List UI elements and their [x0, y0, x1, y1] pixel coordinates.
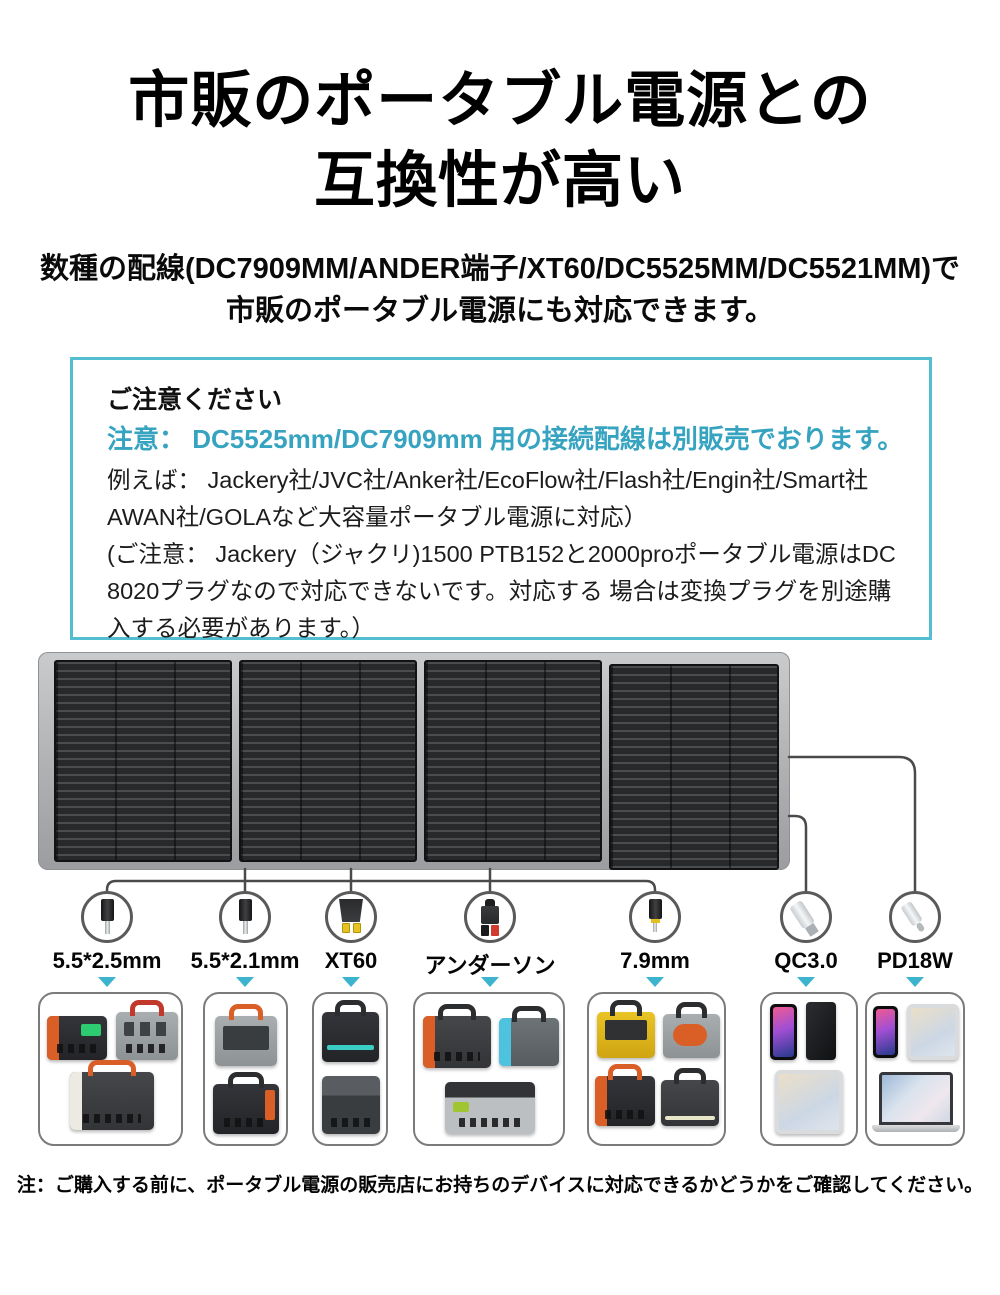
down-arrow-icon — [481, 977, 499, 987]
solar-panel-section — [239, 660, 417, 862]
power-station-image — [597, 1000, 655, 1058]
anderson-connector-icon — [467, 894, 513, 940]
power-station-image — [213, 1072, 279, 1134]
connector-label: 5.5*2.5mm — [52, 948, 162, 973]
solar-panel-image — [38, 652, 790, 870]
connector-label: 5.5*2.1mm — [190, 948, 300, 973]
connector-circle-qc3.0 — [780, 891, 832, 943]
power-station-image — [70, 1060, 154, 1130]
notice-highlight: 注意： DC5525mm/DC7909mm 用の接続配線は別販売でおります。 — [107, 423, 904, 454]
compatible-devices-group-7.9mm — [587, 992, 726, 1146]
notice-body-line: 例えば： Jackery社/JVC社/Anker社/EcoFlow社/Flash… — [107, 467, 869, 494]
power-station-image — [663, 1002, 720, 1058]
connector-circle-pd18w — [889, 891, 941, 943]
page-title-line1: 市販のポータブル電源との — [128, 66, 872, 134]
notice-body-line: 入する必要があります。） — [107, 615, 375, 642]
page-title-line2: 互換性が高い — [313, 146, 686, 214]
connector-circle-xt60 — [325, 891, 377, 943]
footer-note: 注：ご購入する前に、ポータブル電源の販売店にお持ちのデバイスに対応できるかどうか… — [16, 1175, 984, 1196]
dc-plug-7.9mm-icon — [632, 894, 678, 940]
compatible-devices-group-pd18w — [865, 992, 965, 1146]
power-bank-image — [806, 1002, 836, 1060]
notice-body-line: AWAN社/GOLAなど大容量ポータブル電源に対応） — [107, 504, 648, 531]
usb-c-plug-icon — [892, 894, 938, 940]
connector-circle-5.5x2.1mm — [219, 891, 271, 943]
compatible-devices-group-xt60 — [312, 992, 388, 1146]
solar-panel-section — [54, 660, 232, 862]
notice-box: ご注意ください 注意： DC5525mm/DC7909mm 用の接続配線は別販売… — [70, 357, 932, 641]
notice-body-line: (ご注意： Jackery（ジャクリ)1500 PTB152と2000proポー… — [107, 541, 896, 568]
down-arrow-icon — [236, 977, 254, 987]
connector-circle-anderson — [464, 891, 516, 943]
power-station-image — [322, 1000, 379, 1062]
power-station-image — [47, 1016, 107, 1060]
compatible-devices-group-anderson — [413, 992, 565, 1146]
connector-label: PD18W — [877, 948, 953, 973]
down-arrow-icon — [342, 977, 360, 987]
tablet-image — [775, 1070, 843, 1134]
connector-label: 7.9mm — [620, 948, 690, 973]
down-arrow-icon — [906, 977, 924, 987]
smartphone-image — [770, 1004, 797, 1060]
notice-body-line: 8020プラグなので対応できないです。対応する 場合は変換プラグを別途購 — [107, 578, 892, 605]
power-station-image — [445, 1082, 535, 1134]
notice-heading: ご注意ください — [107, 386, 283, 414]
power-station-image — [661, 1068, 719, 1126]
power-station-image — [595, 1064, 655, 1126]
power-station-image — [116, 1000, 178, 1060]
power-station-image — [215, 1004, 277, 1066]
usb-a-plug-icon — [783, 894, 829, 940]
subtitle-line1: 数種の配線(DC7909MM/ANDER端子/XT60/DC5525MM/DC5… — [39, 253, 961, 285]
dc-plug-icon — [84, 894, 130, 940]
down-arrow-icon — [98, 977, 116, 987]
dc-plug-icon — [222, 894, 268, 940]
solar-panel-section — [424, 660, 602, 862]
connector-circle-7.9mm — [629, 891, 681, 943]
subtitle-line2: 市販のポータブル電源にも対応できます。 — [225, 295, 775, 327]
power-station-image — [322, 1076, 380, 1134]
power-station-image — [423, 1004, 491, 1068]
connector-label: QC3.0 — [774, 948, 838, 973]
xt60-connector-icon — [328, 894, 374, 940]
compatible-devices-group-5.5x2.5mm — [38, 992, 183, 1146]
solar-panel-section — [609, 664, 779, 870]
connector-label: アンダーソン — [424, 953, 556, 978]
connector-label: XT60 — [324, 948, 378, 973]
tablet-image — [907, 1004, 959, 1060]
down-arrow-icon — [646, 977, 664, 987]
power-station-image — [499, 1006, 559, 1066]
laptop-image — [872, 1072, 960, 1134]
down-arrow-icon — [797, 977, 815, 987]
smartphone-image — [873, 1006, 898, 1058]
compatible-devices-group-qc3.0 — [760, 992, 858, 1146]
connector-circle-5.5x2.5mm — [81, 891, 133, 943]
compatible-devices-group-5.5x2.1mm — [203, 992, 288, 1146]
